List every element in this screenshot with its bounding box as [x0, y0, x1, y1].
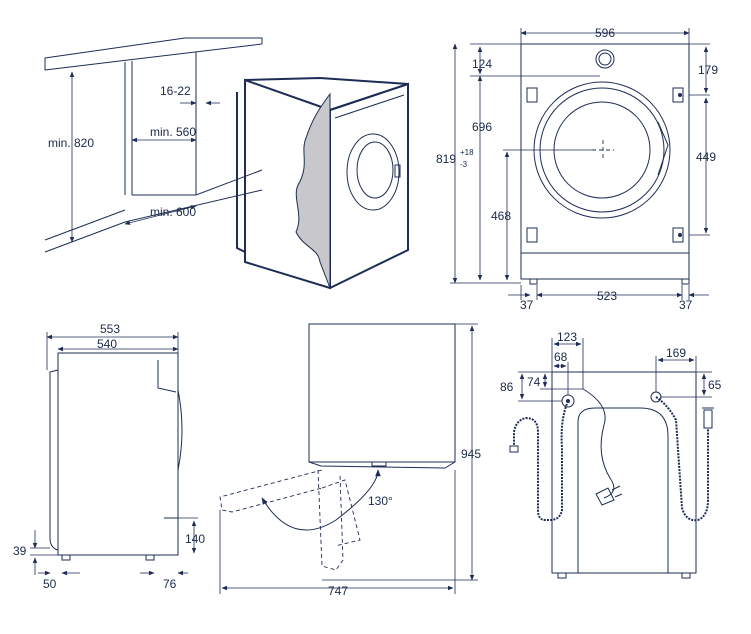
panel-gap-label: 16-22	[160, 84, 191, 98]
side-foot-height-label: 39	[13, 544, 27, 558]
hose-offset-label: 123	[557, 330, 577, 344]
door-height-label: 945	[461, 447, 481, 461]
machine-top-view	[308, 323, 456, 463]
min-depth-label: min. 560	[150, 125, 196, 139]
hinge-tl	[526, 87, 538, 103]
hinge-bl	[526, 227, 538, 243]
floor-outline	[44, 189, 263, 253]
drain-hose	[513, 400, 569, 521]
power-cord	[582, 388, 615, 499]
outlet-offset-label: 68	[554, 350, 568, 364]
back-view: 123 68 86 74 169 65	[500, 330, 722, 579]
svg-text:-3: -3	[460, 160, 468, 169]
side-recess-depth-label: 76	[163, 577, 177, 591]
min-width-label: min. 600	[150, 205, 196, 219]
hinge-tr	[672, 87, 684, 103]
front-width-label: 596	[595, 26, 615, 40]
side-view: 553 540 39 50 140 76	[13, 322, 205, 591]
power-plug-icon	[595, 487, 615, 506]
door-center-mark	[592, 140, 614, 160]
inlet-height-label: 65	[708, 378, 722, 392]
foot-left-label: 37	[520, 298, 534, 312]
outlet-height-inner-label: 74	[527, 375, 541, 389]
hinge-spacing-label: 449	[696, 150, 716, 164]
side-depth-label: 553	[100, 322, 120, 336]
svg-text:+18: +18	[460, 148, 474, 157]
back-panel-arch	[577, 407, 669, 573]
inlet-hose	[655, 396, 709, 522]
back-body	[551, 371, 697, 574]
door-opening-view: 130° 945 747	[219, 323, 481, 598]
porthole-height-label: 696	[472, 120, 492, 134]
detergent-knob	[595, 49, 615, 69]
hinge-top-label: 179	[698, 63, 718, 77]
foot-spacing-label: 523	[597, 289, 617, 303]
opening-angle-arc	[261, 469, 381, 531]
side-foot-front-label: 50	[43, 577, 57, 591]
cabinet-walls	[124, 52, 197, 195]
porthole-outer	[346, 133, 400, 211]
total-height-label: 819	[436, 152, 456, 166]
door-ghost-outline	[317, 469, 344, 571]
cut-panel	[295, 92, 331, 289]
inlet-offset-label: 169	[666, 346, 686, 360]
top-offset-label: 124	[472, 57, 492, 71]
opening-angle-label: 130°	[368, 494, 393, 508]
side-recess-height-label: 140	[185, 532, 205, 546]
door-depth-label: 747	[328, 584, 348, 598]
porthole-inner	[356, 141, 394, 199]
countertop-outline	[44, 37, 263, 71]
front-plinth	[520, 252, 690, 280]
side-body	[57, 352, 179, 556]
side-body-depth-label: 540	[97, 337, 117, 351]
outlet-height-label: 86	[500, 380, 514, 394]
hinge-br	[672, 227, 684, 243]
center-height-label: 468	[491, 209, 511, 223]
min-height-label: min. 820	[48, 136, 94, 150]
machine-front-face	[329, 82, 409, 289]
door-open-outline	[219, 469, 323, 513]
installation-view: min. 820 16-22 min. 560 min. 600	[44, 37, 409, 290]
foot-right-label: 37	[679, 298, 693, 312]
front-view: 596 124 819 +18 -3 696 468 179 449	[436, 26, 718, 312]
